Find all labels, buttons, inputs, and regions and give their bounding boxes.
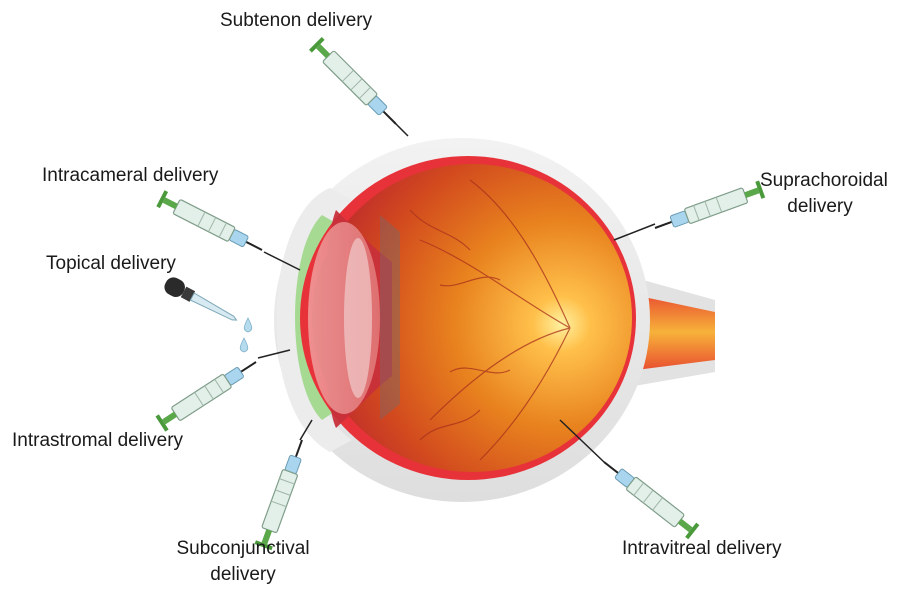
eye-dropper-icon	[162, 275, 241, 328]
syringe-intrastromal	[155, 354, 260, 431]
label-intracameral-delivery: Intracameral delivery	[42, 163, 218, 189]
label-suprachoroidal-line2: delivery	[760, 194, 880, 220]
label-subconjunctival-delivery: Subconjunctival delivery	[158, 536, 328, 588]
syringe-intracameral	[156, 190, 266, 258]
label-topical-delivery: Topical delivery	[46, 251, 176, 277]
syringe-suprachoroidal	[652, 181, 765, 237]
drops	[240, 318, 252, 352]
label-subconjunctival-line2: delivery	[158, 562, 328, 588]
label-suprachoroidal-delivery: Suprachoroidal delivery	[760, 168, 880, 220]
syringe-subtenon	[309, 37, 402, 130]
label-subtenon-delivery: Subtenon delivery	[220, 8, 372, 34]
lens-highlight	[344, 238, 372, 398]
label-suprachoroidal-line1: Suprachoroidal	[760, 168, 880, 194]
syringe-intravitreal	[598, 455, 699, 539]
syringe-subconjunctival	[255, 437, 311, 550]
label-intravitreal-delivery: Intravitreal delivery	[622, 536, 781, 562]
label-subconjunctival-line1: Subconjunctival	[158, 536, 328, 562]
label-intrastromal-delivery: Intrastromal delivery	[12, 428, 183, 454]
